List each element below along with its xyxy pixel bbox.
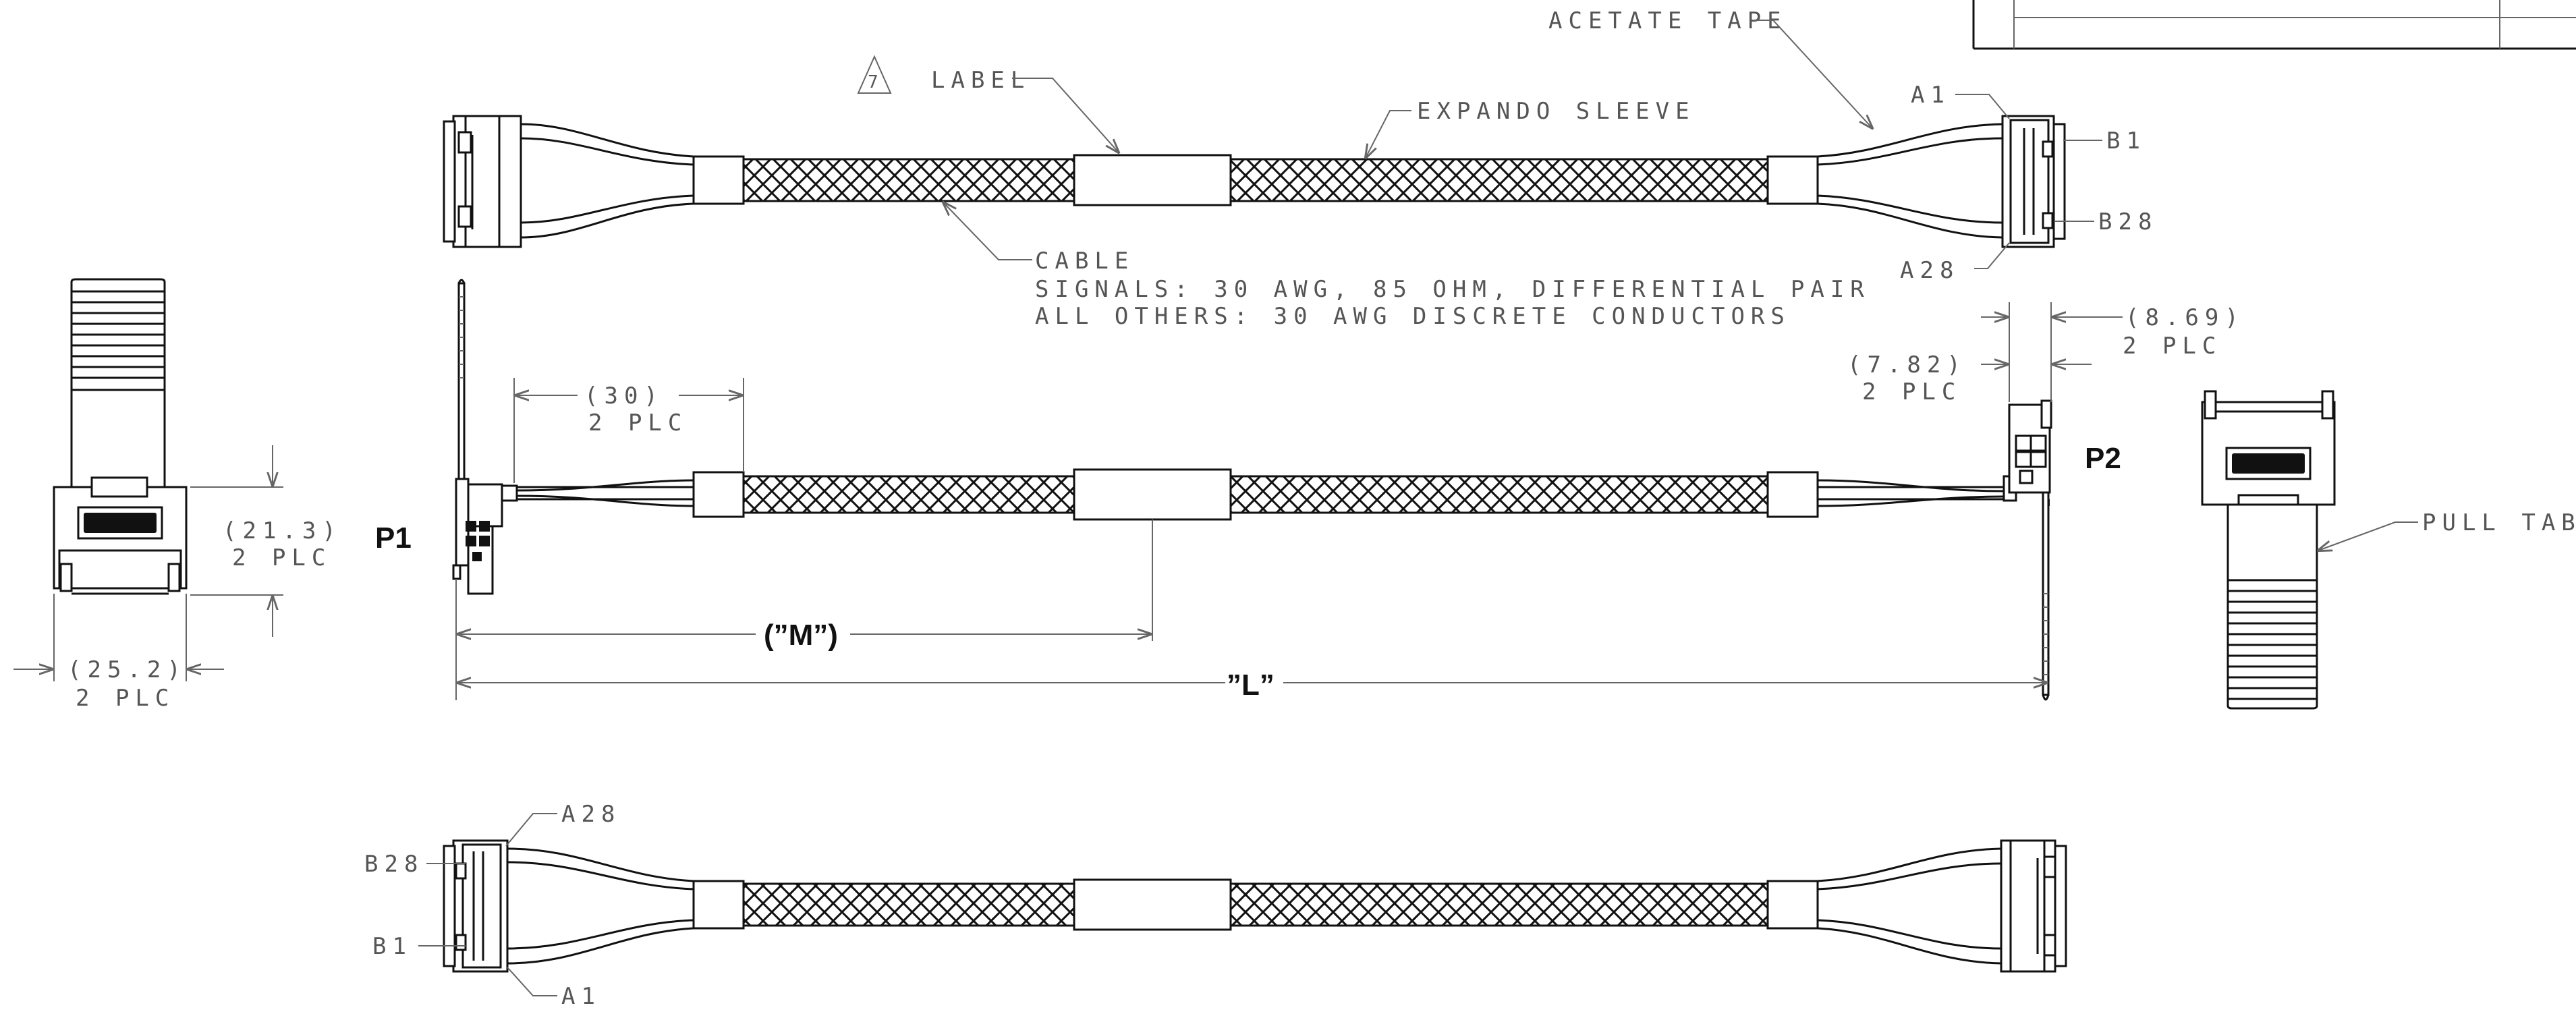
cable-others-note: ALL OTHERS: 30 AWG DISCRETE CONDUCTORS: [1035, 303, 1791, 330]
dim-25-2: (25.2) 2 PLC: [13, 594, 224, 712]
title-block-fragment: [1972, 0, 2576, 50]
acetate-tape-callout: ACETATE TAPE: [1548, 7, 1872, 128]
dim-21-3-value: (21.3): [223, 517, 342, 544]
dim-7-82: (7.82) 2 PLC: [1847, 302, 2092, 405]
p2-connector-body: [2003, 399, 2052, 506]
dim-30: (30) 2 PLC: [513, 378, 744, 483]
cable-callout: CABLE SIGNALS: 30 AWG, 85 OHM, DIFFERENT…: [943, 202, 1870, 330]
dim-21-3: (21.3) 2 PLC: [190, 445, 342, 637]
label-note-number: 7: [868, 72, 878, 92]
pin-b1-bottom: B1: [372, 933, 412, 960]
top-right-connector: [2001, 115, 2066, 248]
expando-sleeve-callout: EXPANDO SLEEVE: [1366, 98, 1696, 158]
pin-b28-top: B28: [2098, 208, 2158, 235]
pin-a1-top: A1: [1911, 82, 1951, 109]
left-end-view-connector: [53, 278, 188, 595]
dim-m: (”M”): [455, 519, 1153, 700]
p2-label: P2: [2085, 442, 2121, 475]
dim-25-2-plc: 2 PLC: [76, 685, 175, 712]
cable-signals-note: SIGNALS: 30 AWG, 85 OHM, DIFFERENTIAL PA…: [1035, 276, 1870, 303]
pin-a28-top: A28: [1900, 257, 1959, 284]
p1-connector-body: [452, 478, 518, 595]
top-pin-labels: A1 B1 B28 A28: [1900, 82, 2158, 284]
acetate-tape-label: ACETATE TAPE: [1548, 7, 1787, 34]
bottom-left-connector: [443, 839, 509, 973]
dim-m-label: (”M”): [764, 619, 838, 652]
dim-25-2-value: (25.2): [67, 656, 187, 683]
dim-l: ”L”: [457, 669, 2047, 702]
bottom-view-cable: [443, 839, 2067, 973]
label-label: LABEL: [931, 67, 1030, 94]
cable-label: CABLE: [1035, 248, 1134, 275]
p1-label: P1: [375, 521, 412, 555]
dim-30-value: (30): [584, 383, 664, 409]
right-end-view-connector: [2201, 390, 2336, 710]
dim-7-82-value: (7.82): [1847, 351, 1967, 378]
pin-b28-bottom: B28: [364, 851, 424, 878]
pin-a28-bottom: A28: [561, 801, 621, 828]
dim-7-82-plc: 2 PLC: [1862, 378, 1961, 405]
dim-30-plc: 2 PLC: [588, 409, 688, 436]
dim-8-69-plc: 2 PLC: [2123, 333, 2222, 360]
top-view-cable: [443, 115, 2066, 248]
dim-8-69: (8.69) 2 PLC: [2050, 302, 2245, 402]
pin-b1-top: B1: [2106, 128, 2146, 154]
dim-l-label: ”L”: [1227, 669, 1275, 702]
dim-8-69-value: (8.69): [2125, 304, 2245, 331]
expando-sleeve-label: EXPANDO SLEEVE: [1417, 98, 1696, 125]
side-view-cable: [452, 279, 2052, 701]
label-callout: 7 LABEL: [857, 55, 1119, 152]
bottom-pin-labels: A28 B28 B1 A1: [364, 801, 621, 1010]
pin-a1-bottom: A1: [561, 983, 601, 1010]
pull-tab-callout: PULL TAB: [2318, 509, 2576, 550]
dim-21-3-plc: 2 PLC: [232, 544, 331, 571]
pull-tab-label: PULL TAB: [2422, 509, 2576, 536]
bottom-right-connector: [2000, 839, 2067, 973]
top-left-connector: [443, 115, 522, 248]
